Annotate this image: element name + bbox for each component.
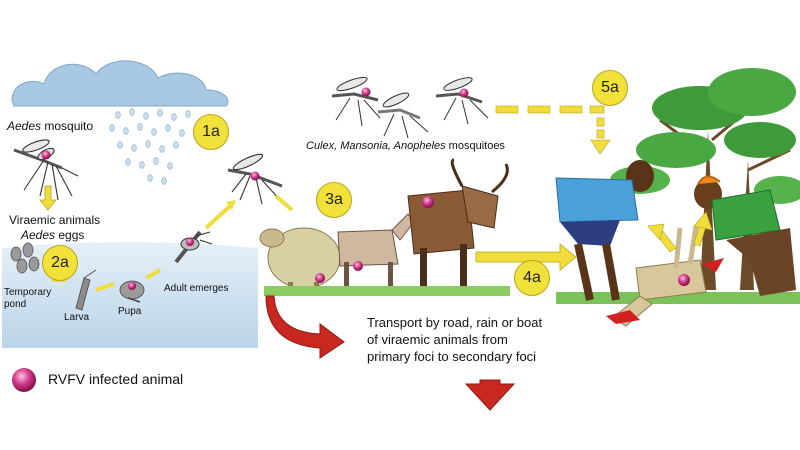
infection-dot (315, 273, 325, 283)
arrow-down-yellow (39, 185, 57, 211)
larva-icon (75, 269, 97, 311)
arrows-up-yellow (647, 211, 713, 253)
larva-label: Larva (64, 312, 90, 323)
aedes-mosquito-label: Aedes mosquito (7, 119, 94, 134)
infection-dot (128, 282, 136, 290)
flying-mosquito-icon (227, 153, 283, 205)
aedes-eggs-label: Aedes eggs (21, 228, 85, 243)
aedes-eggs-icon (10, 242, 40, 274)
grass-center (264, 286, 510, 296)
legend-label: RVFV infected animal (48, 371, 184, 387)
pond-word: pond (4, 298, 27, 310)
infection-dot (186, 238, 194, 246)
slaughtered-animal-icon (611, 225, 707, 327)
arrow-right-yellow-2 (95, 282, 115, 292)
mosquito-word: mosquito (41, 119, 94, 133)
sheep-icon (259, 227, 341, 296)
transport-line-1: Transport by road, rain or boat (367, 315, 543, 330)
legend-infection-dot (12, 368, 36, 392)
aedes-italic: Aedes (7, 119, 42, 133)
aedes-italic: Aedes (21, 228, 56, 242)
infection-dot (250, 171, 260, 181)
badge-3a: 3a (316, 182, 352, 218)
infection-dot (353, 261, 363, 271)
mosquitoes-word: mosquitoes (445, 140, 505, 152)
infection-dot (41, 150, 51, 160)
arrow-down-right-yellow (274, 194, 294, 212)
arrow-right-yellow-3 (145, 268, 161, 280)
badge-4a: 4a (514, 260, 550, 296)
infection-dot (361, 87, 371, 97)
culex-mosquitoes-icon (331, 76, 489, 139)
transport-line-3: primary foci to secondary foci (367, 348, 537, 364)
transport-down-arrow-red (464, 379, 516, 411)
person-right-icon (694, 175, 796, 296)
aedes-mosquito-icon (13, 139, 79, 201)
rain-cloud-icon (11, 60, 229, 185)
temporary-word: Temporary (4, 287, 52, 298)
goat-icon (337, 213, 415, 290)
infection-dot (678, 274, 690, 286)
infection-dot (459, 88, 469, 98)
transport-caption: Transport by road, rain or boat of virae… (367, 315, 542, 366)
badge-5a: 5a (592, 70, 628, 106)
pupa-label: Pupa (118, 306, 142, 317)
arrowhead (226, 200, 236, 210)
dashed-arrow-5a (495, 105, 611, 155)
badge-1a: 1a (193, 114, 229, 150)
viraemic-animals-label: Viraemic animals (9, 213, 101, 227)
adult-emerges-label: Adult emerges (164, 283, 229, 294)
badge-2a: 2a (42, 245, 78, 281)
transport-line-2: of viraemic animals from (367, 331, 508, 347)
eggs-word: eggs (55, 228, 85, 242)
transport-curved-arrow-red (265, 295, 345, 359)
person-left-icon (555, 160, 654, 301)
arrow-right-yellow-4a (475, 243, 577, 271)
arrow-up-yellow (204, 204, 232, 230)
culex-genera: Culex, Mansonia, Anopheles (306, 140, 446, 152)
culex-mosquitoes-label: Culex, Mansonia, Anopheles mosquitoes (306, 140, 505, 153)
infection-dot (422, 196, 434, 208)
blood-splatter-icon (606, 258, 724, 324)
cow-icon (407, 158, 509, 292)
